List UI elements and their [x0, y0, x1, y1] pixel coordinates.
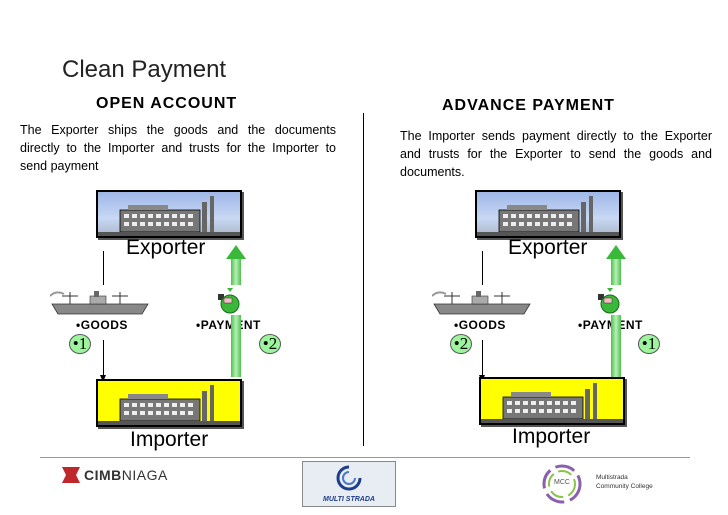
cargo-ship-icon	[49, 288, 154, 323]
importer-factory-icon	[96, 379, 242, 427]
payment-arrow-head	[606, 245, 626, 259]
advance-payment-goods-label: •GOODS	[454, 318, 506, 332]
advance-payment-exporter-label: Exporter	[508, 236, 588, 259]
goods-arrow-lower-line	[482, 340, 483, 377]
footer-divider	[40, 457, 690, 458]
advance-payment-payment-label: •PAYMENT	[578, 318, 643, 332]
multi-strada-logo-text: MULTI STRADA	[323, 496, 375, 503]
payment-arrow-head	[226, 245, 246, 259]
cimb-logo-icon	[62, 467, 80, 488]
open-account-goods-step-badge: •1	[69, 334, 91, 354]
slide-title: Clean Payment	[62, 56, 227, 83]
money-bag-icon	[218, 288, 242, 319]
multi-strada-logo-icon: MULTI STRADA	[302, 461, 396, 507]
open-account-payment-step-badge: •2	[259, 334, 281, 354]
open-account-exporter-label: Exporter	[126, 236, 206, 259]
college-name-line-2: Community College	[596, 483, 653, 490]
open-account-goods-label: •GOODS	[76, 318, 128, 332]
payment-arrow-lower-shaft	[611, 315, 621, 377]
goods-arrow-head	[100, 375, 106, 382]
cimb-niaga-logo-text: CIMBNIAGA	[84, 467, 168, 483]
mcc-logo-icon	[540, 462, 584, 511]
advance-payment-payment-step-badge: •1	[638, 334, 660, 354]
advance-payment-title: ADVANCE PAYMENT	[442, 97, 615, 114]
advance-payment-goods-step-badge: •2	[450, 334, 472, 354]
open-account-description: The Exporter ships the goods and the doc…	[20, 123, 336, 173]
payment-arrow-upper-shaft	[611, 259, 621, 285]
importer-factory-icon	[479, 377, 625, 425]
open-account-payment-label: •PAYMENT	[196, 318, 261, 332]
goods-arrow-lower-line	[103, 340, 104, 377]
exporter-factory-icon	[475, 190, 621, 238]
money-bag-icon	[598, 288, 622, 319]
open-account-title: OPEN ACCOUNT	[96, 95, 238, 112]
goods-arrow-upper-line	[482, 251, 483, 285]
open-account-payment-step-number: •2	[262, 334, 278, 353]
cargo-ship-icon	[431, 288, 536, 323]
advance-payment-importer-label: Importer	[512, 425, 591, 448]
advance-payment-payment-step-number: •1	[641, 334, 657, 353]
payment-arrow-upper-shaft	[231, 259, 241, 285]
open-account-goods-step-number: •1	[72, 334, 88, 353]
college-name-line-1: Multistrada	[596, 474, 628, 481]
payment-arrow-lower-shaft	[231, 315, 241, 377]
goods-arrow-upper-line	[103, 251, 104, 285]
cimb-logo-text-a: CIMB	[84, 467, 122, 483]
mcc-logo-initials: MCC	[554, 479, 570, 486]
advance-payment-description: The Importer sends payment directly to t…	[400, 129, 712, 179]
open-account-importer-label: Importer	[130, 428, 209, 451]
column-divider	[363, 113, 364, 446]
cimb-logo-text-b: NIAGA	[121, 467, 168, 483]
advance-payment-goods-step-number: •2	[453, 334, 469, 353]
exporter-factory-icon	[96, 190, 242, 238]
